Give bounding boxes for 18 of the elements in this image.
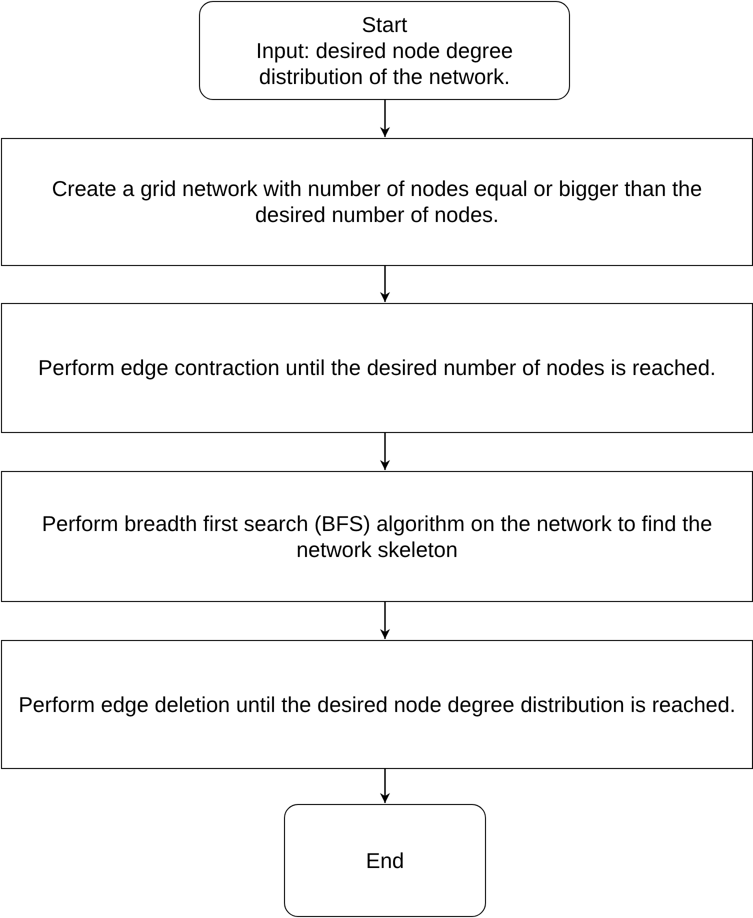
arrow (380, 266, 390, 302)
node-text: Perform edge contraction until the desired number of nodes is reached. (38, 355, 716, 381)
node-text: Start (362, 12, 408, 38)
terminal-box (284, 804, 486, 917)
node-text: End (366, 848, 404, 874)
process-box (1, 640, 753, 769)
arrow (380, 769, 390, 803)
process-box (1, 303, 753, 433)
terminal-box (199, 1, 570, 100)
arrow (380, 433, 390, 470)
arrow (380, 602, 390, 639)
arrow (380, 100, 390, 137)
process-box (1, 471, 753, 602)
node-text: Perform edge deletion until the desired node degree distribution is reached. (18, 692, 736, 718)
node-text: Create a grid network with number of nodes equal or bigger than the desired number of nodes. (50, 176, 704, 228)
node-text: Perform breadth first search (BFS) algorithm on the network to find the network skeleton (40, 510, 714, 562)
process-box (1, 138, 753, 266)
node-text: Input: desired node degree distribution of the network. (254, 38, 514, 90)
